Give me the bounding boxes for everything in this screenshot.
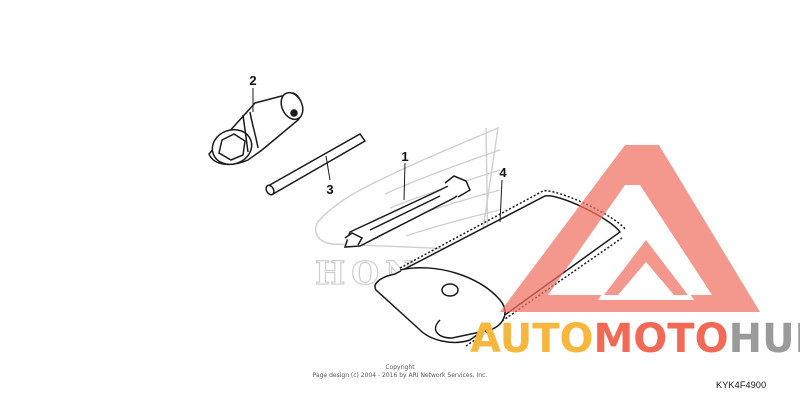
watermark-auto: AUTO bbox=[470, 316, 594, 362]
callout-4: 4 bbox=[499, 165, 507, 180]
watermark-moto: MOTO bbox=[594, 316, 729, 362]
watermark-logo bbox=[500, 145, 760, 312]
leader-lines bbox=[252, 88, 503, 223]
handle-bar bbox=[265, 133, 367, 196]
copyright-notice: Page design (c) 2004 - 2016 by ARI Netwo… bbox=[312, 372, 488, 379]
part-code: KYK4F4900 bbox=[716, 380, 767, 390]
plug-wrench bbox=[208, 91, 304, 166]
copyright-title: Copyright bbox=[385, 364, 415, 371]
callout-2: 2 bbox=[249, 73, 256, 88]
tool-bag bbox=[374, 190, 627, 347]
callout-1: 1 bbox=[401, 149, 408, 164]
callout-3: 3 bbox=[326, 182, 333, 197]
watermark-hub: HUB bbox=[729, 316, 800, 362]
double-end-wrench bbox=[343, 175, 471, 248]
watermark-text: AUTOMOTOHUB bbox=[470, 316, 800, 362]
